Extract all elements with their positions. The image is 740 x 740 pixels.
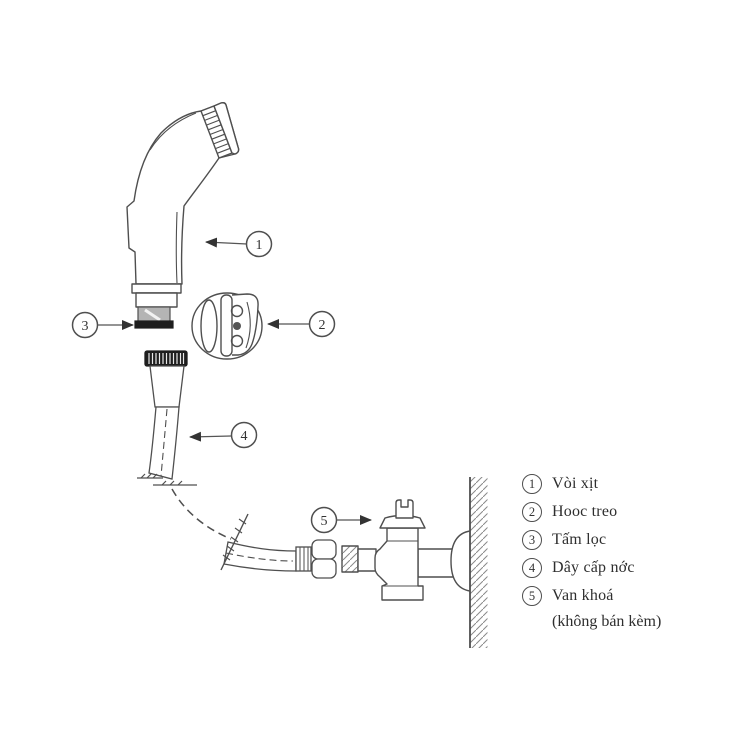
legend-item-4: 4 Dây cấp nớc: [522, 554, 661, 582]
callout-1: 1: [205, 230, 273, 258]
coupling-nut: [311, 539, 337, 579]
hanger-hook: [191, 292, 263, 360]
legend-number-5: 5: [522, 586, 542, 606]
legend-item-5: 5 Van khoá: [522, 582, 661, 610]
legend-number-2: 2: [522, 502, 542, 522]
callout-2: 2: [267, 310, 336, 338]
legend: 1 Vòi xịt 2 Hooc treo 3 Tấm lọc 4 Dây cấ…: [522, 470, 661, 634]
hose-end-section: [220, 513, 337, 579]
legend-label-4: Dây cấp nớc: [552, 559, 635, 576]
filter: [134, 306, 174, 329]
callout-2-circle: [308, 310, 336, 338]
legend-item-5-note: (không bán kèm): [552, 613, 662, 630]
callout-3-number: 3: [82, 319, 89, 334]
hose-dashed-section: [171, 488, 232, 540]
spray-head: [126, 102, 240, 308]
callout-4-circle: [230, 421, 258, 449]
legend-label-2: Hooc treo: [552, 503, 618, 520]
callout-4-number: 4: [241, 429, 248, 444]
legend-label-1: Vòi xịt: [552, 475, 599, 492]
supply-hose-connector: [137, 350, 197, 486]
callout-3: 3: [71, 311, 134, 339]
callout-4: 4: [189, 421, 258, 449]
legend-item-1: 1 Vòi xịt: [522, 470, 661, 498]
legend-label-5: Van khoá: [552, 587, 614, 604]
nozzle-knurl: [200, 102, 240, 159]
hose-break-symbol: [220, 513, 249, 571]
callout-1-number: 1: [256, 238, 263, 253]
callout-5-circle: [310, 506, 338, 534]
wall: [469, 477, 488, 648]
callout-5: 5: [310, 506, 372, 534]
callout-3-circle: [71, 311, 99, 339]
legend-number-3: 3: [522, 530, 542, 550]
shutoff-valve: [341, 499, 471, 601]
legend-number-1: 1: [522, 474, 542, 494]
legend-item-3: 3 Tấm lọc: [522, 526, 661, 554]
wall-flange: [450, 530, 471, 592]
callout-1-circle: [245, 230, 273, 258]
legend-item-2: 2 Hooc treo: [522, 498, 661, 526]
legend-number-4: 4: [522, 558, 542, 578]
legend-label-3: Tấm lọc: [552, 531, 607, 548]
callout-2-number: 2: [319, 318, 326, 333]
callout-5-number: 5: [321, 514, 328, 529]
tube-break-symbol: [137, 473, 197, 486]
